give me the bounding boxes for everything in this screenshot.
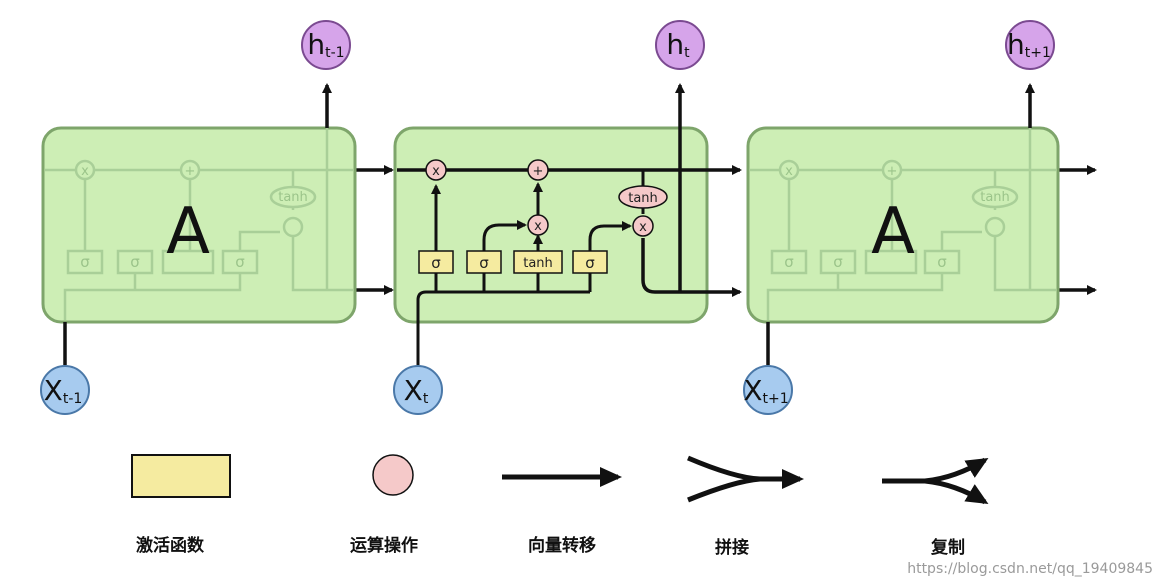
svg-text:ht: ht [666, 28, 690, 61]
svg-text:ht+1: ht+1 [1007, 28, 1051, 61]
svg-text:ht-1: ht-1 [307, 28, 344, 61]
tanh-op-label: tanh [628, 191, 658, 206]
output-h-sub: t+1 [1025, 45, 1051, 61]
legend-activation-icon [131, 454, 231, 498]
input-x-main: X [44, 374, 63, 407]
ghost-sigma: σ [833, 253, 843, 271]
ghost-multiply: x [81, 164, 89, 179]
add-op [527, 159, 549, 181]
input-x-main: X [743, 374, 762, 407]
input-multiply-op [527, 214, 549, 236]
candidate-tanh [513, 250, 563, 274]
lstm-cell-next: σ σ σ tanh x + A ht+1 Xt+1 [743, 20, 1060, 415]
ghost-multiply: x [785, 164, 793, 179]
legend-operation-icon [372, 454, 414, 496]
cell-state-arrows [355, 165, 1097, 295]
output-h-sub: t [684, 45, 690, 61]
legend: 激活函数 运算操作 向量转移 拼接 复制 [131, 454, 989, 558]
input-x-next [743, 365, 793, 415]
legend-copy-icon [882, 457, 989, 505]
cell-label-a: A [166, 195, 210, 269]
ghost-sigma: σ [235, 253, 245, 271]
input-gate-label: σ [479, 254, 489, 272]
svg-text:Xt-1: Xt-1 [44, 374, 83, 407]
input-x-current [393, 365, 443, 415]
internal-wiring [397, 83, 742, 365]
cell-label-a: A [871, 195, 915, 269]
candidate-tanh-label: tanh [523, 256, 553, 271]
ghost-sigma: σ [80, 253, 90, 271]
ghost-add: + [185, 164, 196, 179]
legend-concat-label: 拼接 [715, 537, 749, 558]
input-x-sub: t+1 [763, 391, 789, 407]
legend-concat-icon [687, 455, 804, 503]
add-symbol: + [533, 164, 544, 179]
output-gate-sigma [572, 250, 608, 274]
forget-multiply-symbol: x [432, 164, 440, 179]
output-h-prev [301, 20, 351, 70]
forget-gate-sigma [418, 250, 454, 274]
svg-text:Xt: Xt [404, 374, 429, 407]
forget-multiply-op [425, 159, 447, 181]
output-h-next [1005, 20, 1055, 70]
legend-vector-transfer-label: 向量转移 [528, 535, 596, 556]
output-h-main: h [1007, 28, 1025, 61]
ghost-add: + [887, 164, 898, 179]
output-h-main: h [307, 28, 325, 61]
forget-gate-label: σ [431, 254, 441, 272]
output-multiply-symbol: x [639, 220, 647, 235]
input-multiply-symbol: x [534, 219, 542, 234]
ghost-sigma: σ [130, 253, 140, 271]
legend-operation-label: 运算操作 [350, 535, 418, 556]
ghost-tanh: tanh [980, 190, 1010, 205]
input-x-sub: t-1 [63, 391, 82, 407]
ghost-internals: σ σ σ tanh x + [750, 128, 1056, 320]
legend-copy-label: 复制 [930, 537, 965, 558]
input-x-prev [40, 365, 90, 415]
output-multiply-op [632, 215, 654, 237]
output-h-main: h [666, 28, 684, 61]
input-gate-sigma [466, 250, 502, 274]
svg-text:Xt+1: Xt+1 [743, 374, 788, 407]
input-x-main: X [404, 374, 423, 407]
lstm-cell-previous: σ σ σ tanh x + A ht-1 Xt-1 [40, 20, 357, 415]
ghost-sigma: σ [937, 253, 947, 271]
lstm-cell-current: x + x x tanh σ σ tanh σ ht Xt [393, 20, 742, 415]
ghost-tanh: tanh [278, 190, 308, 205]
watermark-url: https://blog.csdn.net/qq_19409845 [907, 561, 1153, 577]
output-h-sub: t-1 [325, 45, 344, 61]
tanh-op [618, 185, 668, 209]
output-h-current [655, 20, 705, 70]
input-x-sub: t [423, 391, 429, 407]
output-gate-label: σ [585, 254, 595, 272]
legend-activation-label: 激活函数 [136, 535, 205, 556]
ghost-sigma: σ [784, 253, 794, 271]
ghost-internals: σ σ σ tanh x + [45, 128, 353, 320]
